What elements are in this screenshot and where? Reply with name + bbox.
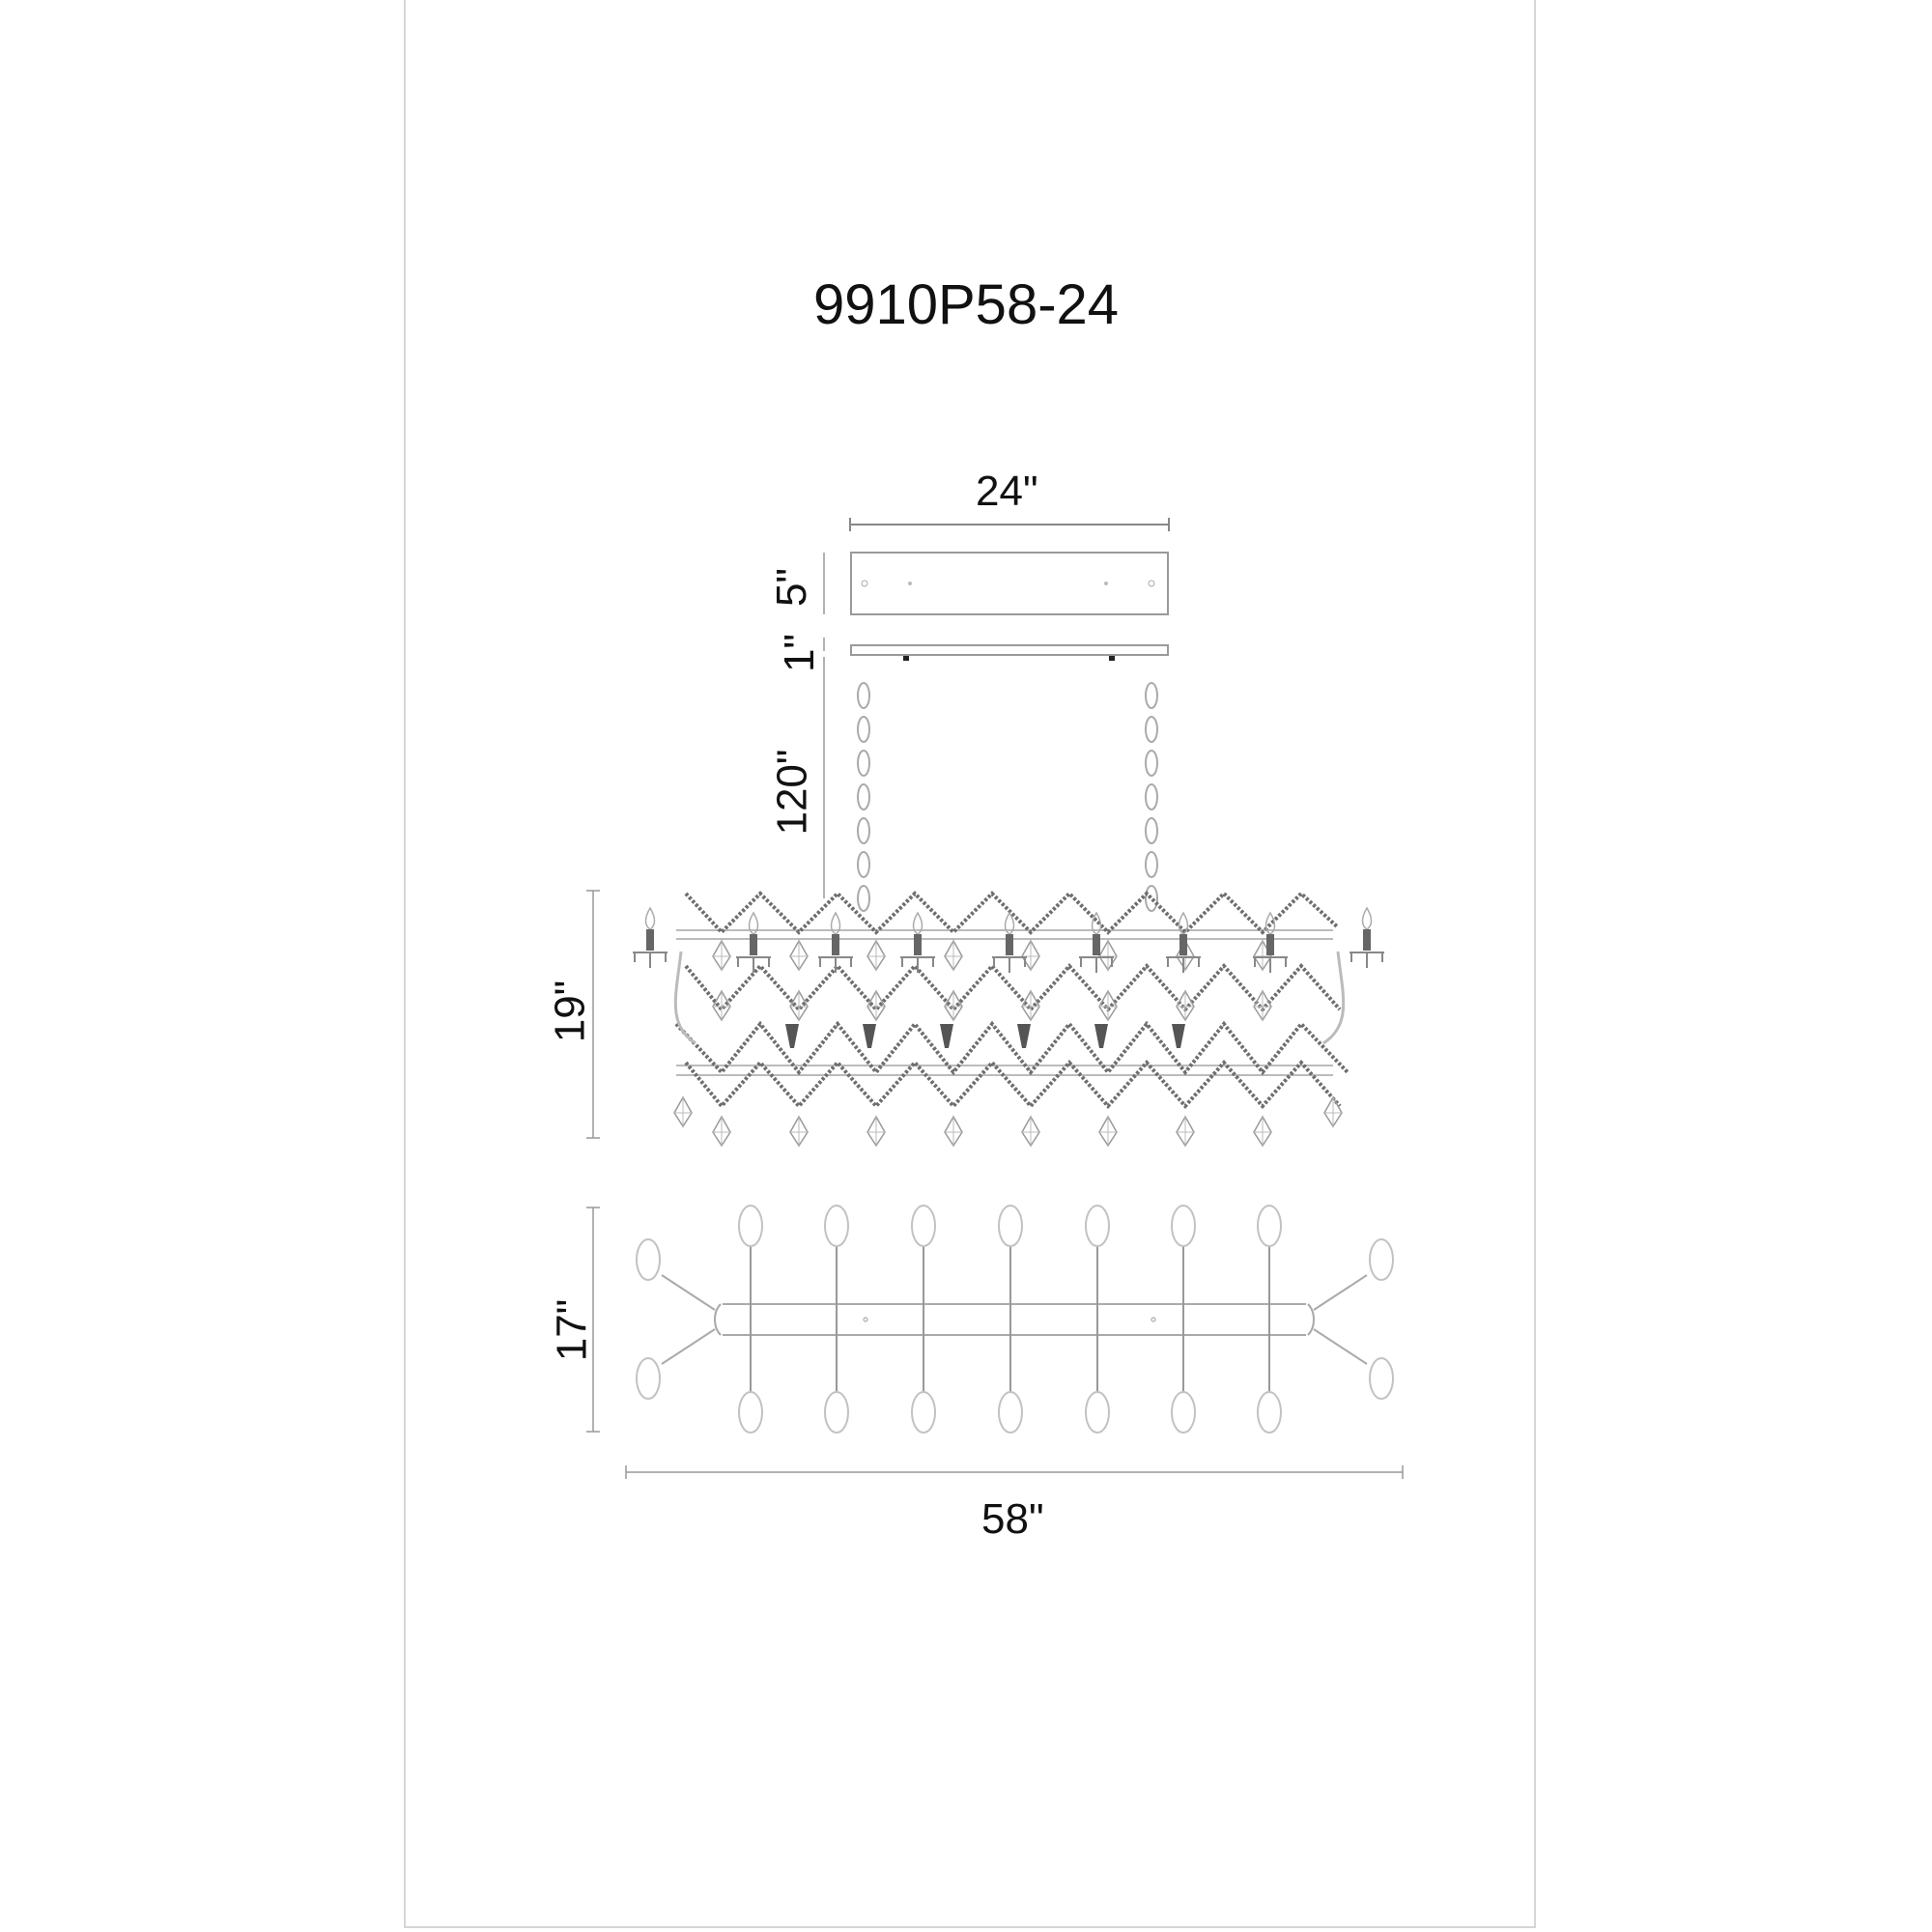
canopy (850, 552, 1169, 615)
mounting-bar (850, 644, 1169, 661)
chains (857, 682, 1158, 912)
canopy-width-dimension (849, 518, 1170, 531)
fixture-width-label: 58" (981, 1495, 1044, 1543)
fixture-front-elevation (632, 891, 1385, 1147)
fixture-top-plan (586, 1205, 1404, 1479)
model-number-title: 9910P58-24 (812, 273, 1120, 336)
canopy-width-label: 24" (976, 468, 1038, 515)
fixture-height-dimension (586, 890, 600, 1139)
